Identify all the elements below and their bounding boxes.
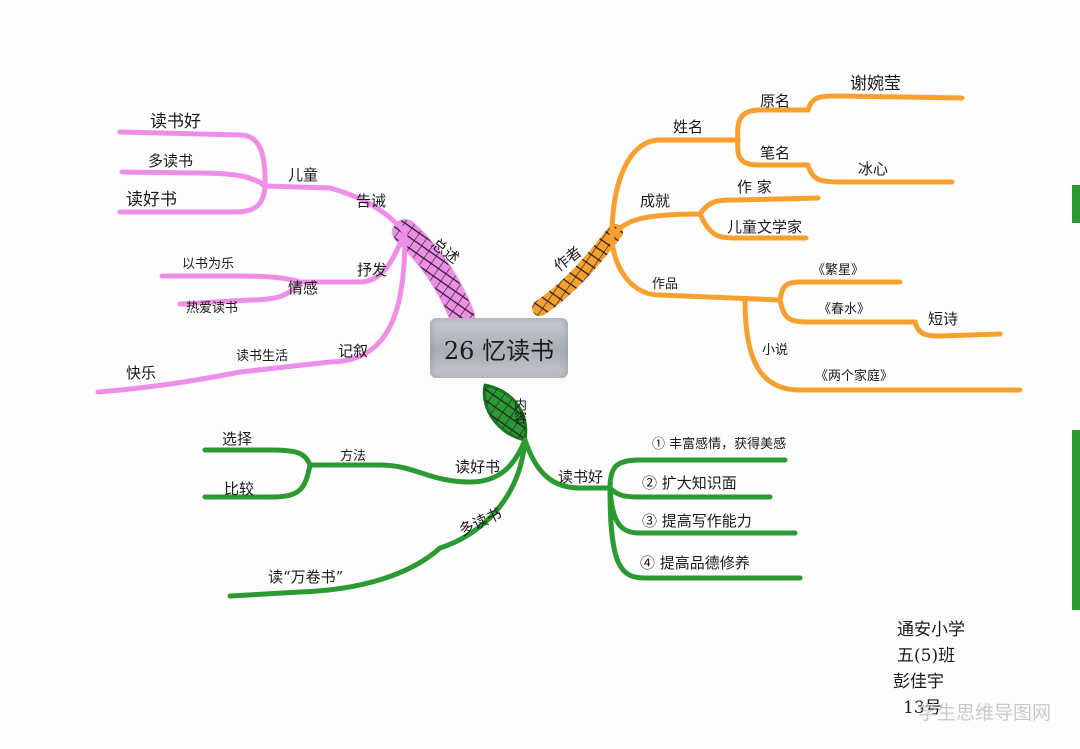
good-split-top [202,447,313,468]
record-group: 读书生活 [236,349,289,364]
signature-school: 通安小学 [897,620,965,640]
author-trunk-hatch [532,224,623,316]
method-label: 方法 [340,449,367,464]
express-group: 情感 [288,279,319,297]
express-item-2: 热爱读书 [186,301,239,316]
achievement-item-1: 作 家 [737,178,772,196]
content-label: 内容 [511,398,526,424]
name-label: 姓名 [673,118,704,136]
watermark: 学生思维导图网 [918,702,1052,724]
content-to-benefits [522,437,613,491]
method-item-1: 选择 [222,430,253,448]
works-split [777,279,903,303]
pen-name-label: 笔名 [760,144,791,162]
poem-type: 短诗 [928,310,959,328]
center-node [430,318,568,378]
content-leaf-hatch [484,385,526,440]
good-books-label: 读好书 [455,458,501,476]
poem-type-link [912,319,1003,339]
many-books-item: 读“万卷书” [268,568,344,586]
advice-low [117,183,268,215]
student-signature: 通安小学 五(5)班 彭佳宇 13号 [893,617,1017,721]
summary-to-record [237,229,408,375]
content-branch-lines [202,383,803,599]
name-split [735,107,811,143]
express-item-1: 以书为乐 [182,257,235,272]
record-label: 记叙 [338,342,369,360]
advice-top [117,129,268,189]
paper-edge-top [1072,185,1080,223]
advice-item-1: 读书好 [150,112,201,132]
original-name-value: 谢婉莹 [850,74,901,94]
works-split-mid [777,297,918,325]
novel-title: 《两个家庭》 [815,369,894,384]
express-top [159,273,303,285]
summary-branch-lines [95,129,475,395]
record-item-1: 快乐 [126,364,157,382]
name-split-low [735,137,811,168]
good-split-low [202,462,313,500]
advice-group: 儿童 [288,166,319,184]
poem-2: 《春水》 [818,302,871,317]
author-to-achievement [609,211,703,239]
benefit-4: ④ 提高品德修养 [640,554,750,572]
signature-class: 五(5)班 [897,646,956,666]
advice-mid [119,169,268,189]
express-low [177,279,303,307]
achievement-label: 成就 [640,192,671,210]
benefit-2: ② 扩大知识面 [642,474,737,492]
summary-trunk-hatch [393,220,474,328]
signature-number: 13号 [903,698,942,718]
original-to-value [805,93,965,113]
advice-item-3: 读好书 [126,190,177,210]
paper-edge-bottom [1072,430,1080,610]
novel-type: 小说 [762,343,789,358]
works-label: 作品 [652,277,679,292]
content-to-many [227,437,528,599]
original-name-label: 原名 [760,92,791,110]
benefits-four [607,485,803,581]
advice-item-2: 多读书 [148,152,194,170]
content-to-good [307,437,528,485]
record-tail [95,369,243,395]
signature-name: 彭佳宇 [893,672,944,692]
advice-label: 告诫 [356,192,387,210]
author-to-works [609,233,783,303]
summary-to-express [297,229,408,285]
pen-to-value [805,162,955,185]
benefits-bracket [607,457,788,491]
achievement-item-2: 儿童文学家 [727,218,803,236]
center-title: 26 忆读书 [443,336,555,365]
method-item-2: 比较 [224,480,255,498]
benefit-3: ③ 提高写作能力 [642,512,752,530]
summary-to-advice [262,183,408,235]
express-label: 抒发 [357,261,388,279]
benefit-1: ① 丰富感情，获得美感 [652,437,787,452]
pen-name-value: 冰心 [858,160,889,178]
benefits-label: 读书好 [558,468,604,486]
author-to-name [609,137,741,239]
works-to-novel [742,297,1023,393]
poem-1: 《繁星》 [812,263,865,278]
achievement-split [697,195,821,217]
achievement-split-low [697,211,809,241]
author-branch-lines [532,93,1023,393]
